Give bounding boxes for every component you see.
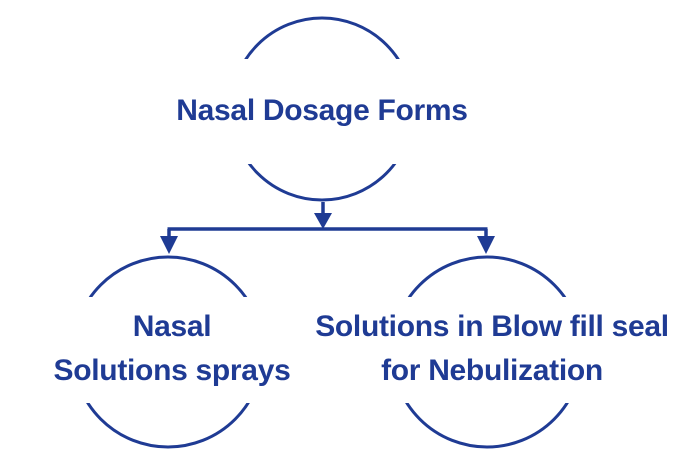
child-node-right-label-line1: Solutions in Blow fill seal — [315, 310, 669, 343]
child-node-right-label-line2: for Nebulization — [381, 354, 603, 387]
child-node-left-label-line1: Nasal — [132, 310, 212, 343]
child-node-left-label: Nasal Solutions sprays — [12, 305, 332, 393]
arrow-down-right-icon — [477, 236, 495, 254]
arrow-down-center-icon — [314, 213, 332, 229]
child-node-left-label-line2: Solutions sprays — [53, 354, 291, 387]
child-nodes-text-band — [0, 297, 694, 403]
root-node-text-band — [0, 59, 694, 164]
arrow-down-left-icon — [160, 236, 178, 254]
root-node-label: Nasal Dosage Forms — [176, 94, 468, 127]
child-node-right-label: Solutions in Blow fill seal for Nebuliza… — [292, 305, 692, 393]
